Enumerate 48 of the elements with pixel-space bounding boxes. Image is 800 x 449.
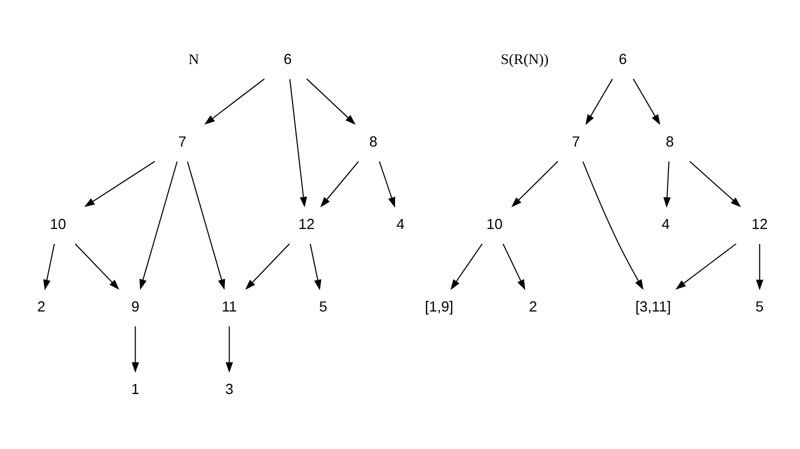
node-text: 1 (130, 381, 139, 398)
node-text: 5 (318, 298, 327, 315)
node-text: 4 (396, 216, 404, 232)
node-text: 10 (49, 216, 66, 232)
arrow (42, 243, 54, 290)
label: S(R(N)) (500, 51, 548, 68)
arrow (204, 78, 264, 124)
node-text: 5 (755, 298, 764, 315)
node-text: 7 (178, 134, 186, 150)
arrow (755, 243, 763, 290)
arrow (450, 243, 482, 290)
arrow (320, 160, 358, 207)
arrow (674, 242, 736, 290)
label: N (188, 51, 199, 68)
arrow (244, 243, 290, 290)
node-text: 2 (36, 298, 45, 315)
arrow (378, 160, 395, 208)
arrow (585, 78, 612, 125)
node-text: 12 (298, 216, 314, 232)
node-text: 7 (571, 134, 580, 150)
arrow (632, 78, 660, 125)
arrow (502, 243, 525, 290)
arrow (131, 326, 138, 372)
node-text: 12 (751, 216, 768, 232)
node-text: 2 (528, 298, 537, 315)
node-text: [3,11] (634, 298, 670, 315)
arrow (84, 160, 155, 207)
node-text: 11 (221, 298, 236, 315)
arrow (74, 243, 119, 290)
node-text: 10 (486, 216, 502, 232)
arrow (186, 160, 225, 290)
arrow (288, 78, 307, 207)
node-text: 4 (661, 216, 670, 232)
node-text: 3 (224, 381, 233, 398)
arrow (309, 243, 321, 290)
arrow (306, 78, 356, 124)
node-text: 6 (283, 51, 292, 68)
arrow (688, 160, 740, 207)
arrow (510, 160, 558, 207)
node-text: 8 (665, 134, 674, 150)
node-text: [1,9] (424, 298, 453, 315)
arrow (662, 160, 670, 208)
node-text: 9 (130, 298, 139, 315)
arrow (225, 326, 232, 372)
arrow (139, 160, 178, 290)
node-text: 8 (368, 134, 377, 150)
node-text: 6 (618, 51, 626, 68)
arrow (582, 160, 643, 290)
